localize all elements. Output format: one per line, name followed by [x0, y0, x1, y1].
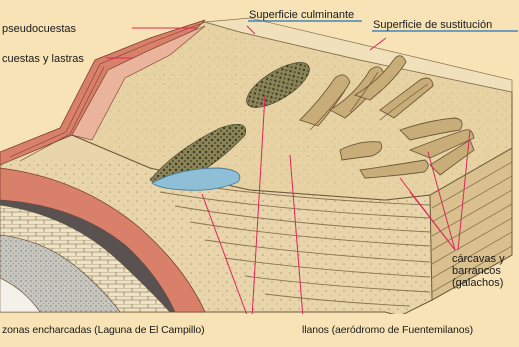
label-zonas-encharcadas: zonas encharcadas (Laguna de El Campillo…: [2, 324, 205, 336]
label-cuestas-lastras: cuestas y lastras: [2, 53, 84, 65]
label-carcavas-3: (galachos): [452, 277, 503, 289]
label-llanos: llanos (aeródromo de Fuentemilanos): [302, 324, 473, 336]
label-superficie-culminante: Superficie culminante: [249, 9, 354, 21]
label-carcavas-2: barrancos: [452, 265, 501, 277]
label-pseudocuestas: pseudocuestas: [2, 23, 76, 35]
label-carcavas-1: cárcavas y: [452, 253, 505, 265]
label-superficie-sustitucion: Superficie de sustitución: [373, 19, 492, 31]
